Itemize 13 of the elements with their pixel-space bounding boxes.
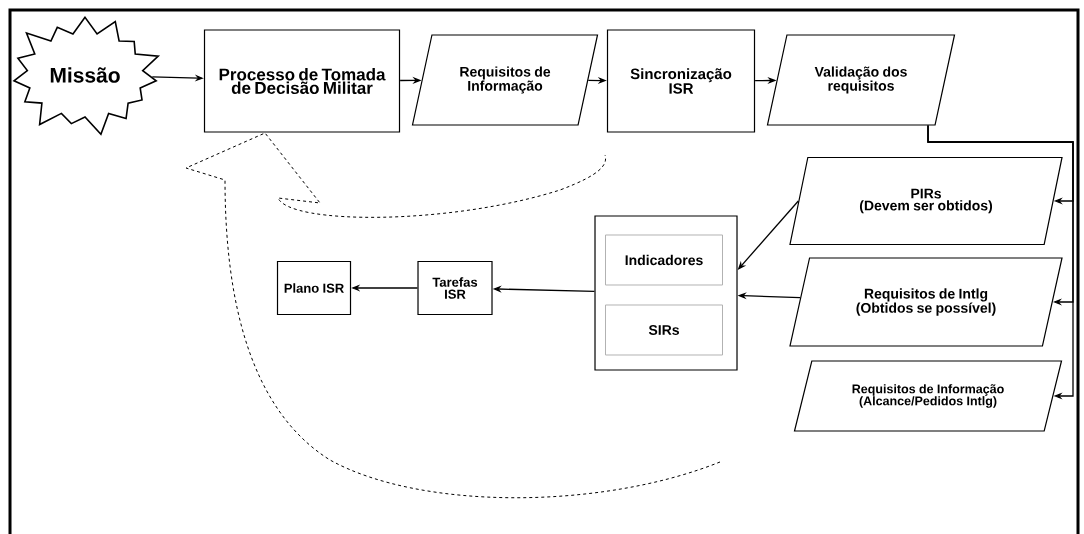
data-parallelogram: Validação dos requisitos — [766, 34, 956, 126]
data-parallelogram: Requisitos de Informação — [411, 34, 599, 126]
process-box: Processo de Tomada de Decisão Militar — [203, 29, 401, 133]
inner-box: Indicadores — [605, 234, 723, 286]
group-box — [594, 215, 738, 371]
inner-box: SIRs — [605, 304, 723, 356]
data-parallelogram: PIRs (Devem ser obtidos) — [789, 156, 1063, 246]
data-parallelogram: Requisitos de Intlg (Obtidos se possível) — [789, 257, 1063, 347]
process-box: Sincronização ISR — [606, 29, 756, 133]
process-box: Tarefas ISR — [417, 260, 493, 316]
data-parallelogram: Requisitos de Informação (Alcance/Pedidos Intlg) — [793, 360, 1063, 432]
process-box: Plano ISR — [276, 260, 352, 316]
arrow — [927, 124, 1074, 400]
